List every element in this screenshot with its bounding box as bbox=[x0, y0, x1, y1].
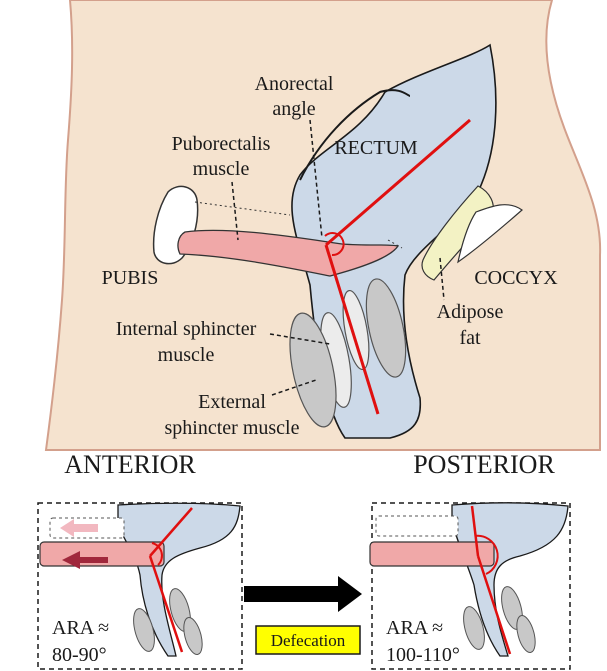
inset-defecation-ara-label: ARA ≈ bbox=[386, 617, 443, 639]
label-external-sphincter-line2: sphincter muscle bbox=[165, 417, 300, 439]
label-rectum: RECTUM bbox=[334, 137, 418, 159]
label-puborectalis-line2: muscle bbox=[193, 158, 250, 180]
defecation-transition: Defecation bbox=[244, 576, 362, 654]
defecation-label: Defecation bbox=[271, 631, 346, 650]
label-anorectal-angle-line2: angle bbox=[272, 98, 315, 120]
inset-rest-ara-value: 80-90° bbox=[52, 644, 107, 666]
transition-arrow bbox=[244, 576, 362, 612]
label-adipose-line2: fat bbox=[459, 327, 481, 349]
label-external-sphincter-line1: External bbox=[198, 391, 266, 413]
label-anorectal-angle-line1: Anorectal bbox=[255, 73, 334, 95]
inset-rest: ARA ≈ 80-90° bbox=[38, 503, 242, 669]
inset-defecation: ARA ≈ 100-110° bbox=[370, 503, 570, 669]
label-puborectalis-line1: Puborectalis bbox=[172, 133, 271, 155]
main-sagittal-view: Anorectal angle Puborectalis muscle RECT… bbox=[46, 0, 600, 479]
inset-defecation-puborectalis bbox=[370, 542, 494, 566]
inset-defecation-puborectalis-ghost bbox=[376, 516, 458, 536]
inset-defecation-ara-value: 100-110° bbox=[386, 644, 460, 666]
label-internal-sphincter-line2: muscle bbox=[158, 344, 215, 366]
label-adipose-line1: Adipose bbox=[437, 301, 504, 323]
label-coccyx: COCCYX bbox=[474, 267, 558, 289]
label-internal-sphincter-line1: Internal sphincter bbox=[116, 318, 257, 340]
label-anterior: ANTERIOR bbox=[64, 450, 196, 479]
label-posterior: POSTERIOR bbox=[413, 450, 555, 479]
label-pubis: PUBIS bbox=[102, 267, 159, 289]
inset-rest-ara-label: ARA ≈ bbox=[52, 617, 109, 639]
